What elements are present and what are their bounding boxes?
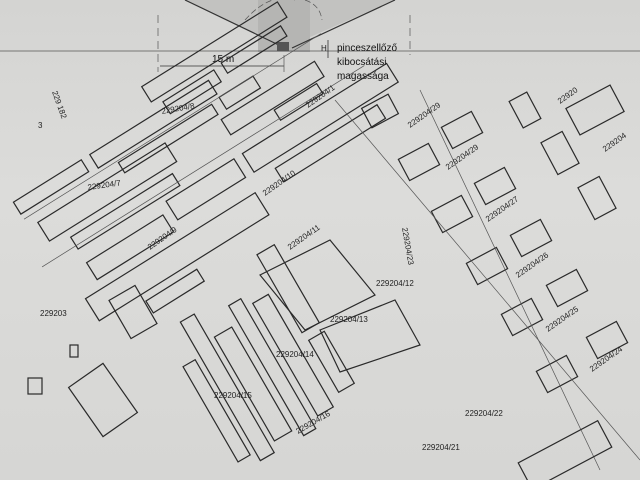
parcel-label: 229204/26 <box>514 250 551 279</box>
parcel-label: 229 182 <box>50 90 69 121</box>
parcel-label: 229204/29 <box>406 100 443 129</box>
vent-label-2: kibocsátási <box>337 57 386 68</box>
parcel-label: 229204/15 <box>214 391 252 400</box>
vent-label-3: magassága <box>337 71 389 82</box>
distance-label: 15 m <box>212 54 234 65</box>
building-block-south <box>179 243 356 463</box>
building-block-south-center <box>27 239 613 480</box>
building-block-northwest <box>12 1 400 322</box>
parcel-label: 229203 <box>40 309 67 318</box>
parcel-label: 229204/25 <box>544 304 581 333</box>
parcel-label: 229204/27 <box>484 194 521 223</box>
parcel-label: 229204/29 <box>444 142 481 171</box>
parcel-label: 229204/21 <box>422 443 460 452</box>
height-symbol: H <box>321 44 327 53</box>
building-row-east <box>334 84 640 471</box>
parcel-label: 229204/1 <box>304 83 337 110</box>
parcel-label: 3 <box>38 121 43 130</box>
parcel-label: 229204/23 <box>400 227 416 266</box>
parcel-label: 229204/13 <box>330 315 368 324</box>
parcel-label: 229204 <box>601 131 628 154</box>
parcel-label: 229204/7 <box>87 178 122 192</box>
vent-label-1: pinceszellőző <box>337 43 397 54</box>
parcel-label: 229204/16 <box>295 409 333 436</box>
parcel-label: 229204/10 <box>261 168 298 197</box>
vent-box <box>277 42 289 51</box>
parcel-label: 229204/22 <box>465 409 503 418</box>
parcel-label: 229204/8 <box>161 101 196 116</box>
parcel-label: 229204/12 <box>376 279 414 288</box>
parcel-label: 229204/24 <box>588 344 625 373</box>
parcel-label: 229204/9 <box>146 225 179 252</box>
parcel-label: 229204/14 <box>276 350 314 359</box>
